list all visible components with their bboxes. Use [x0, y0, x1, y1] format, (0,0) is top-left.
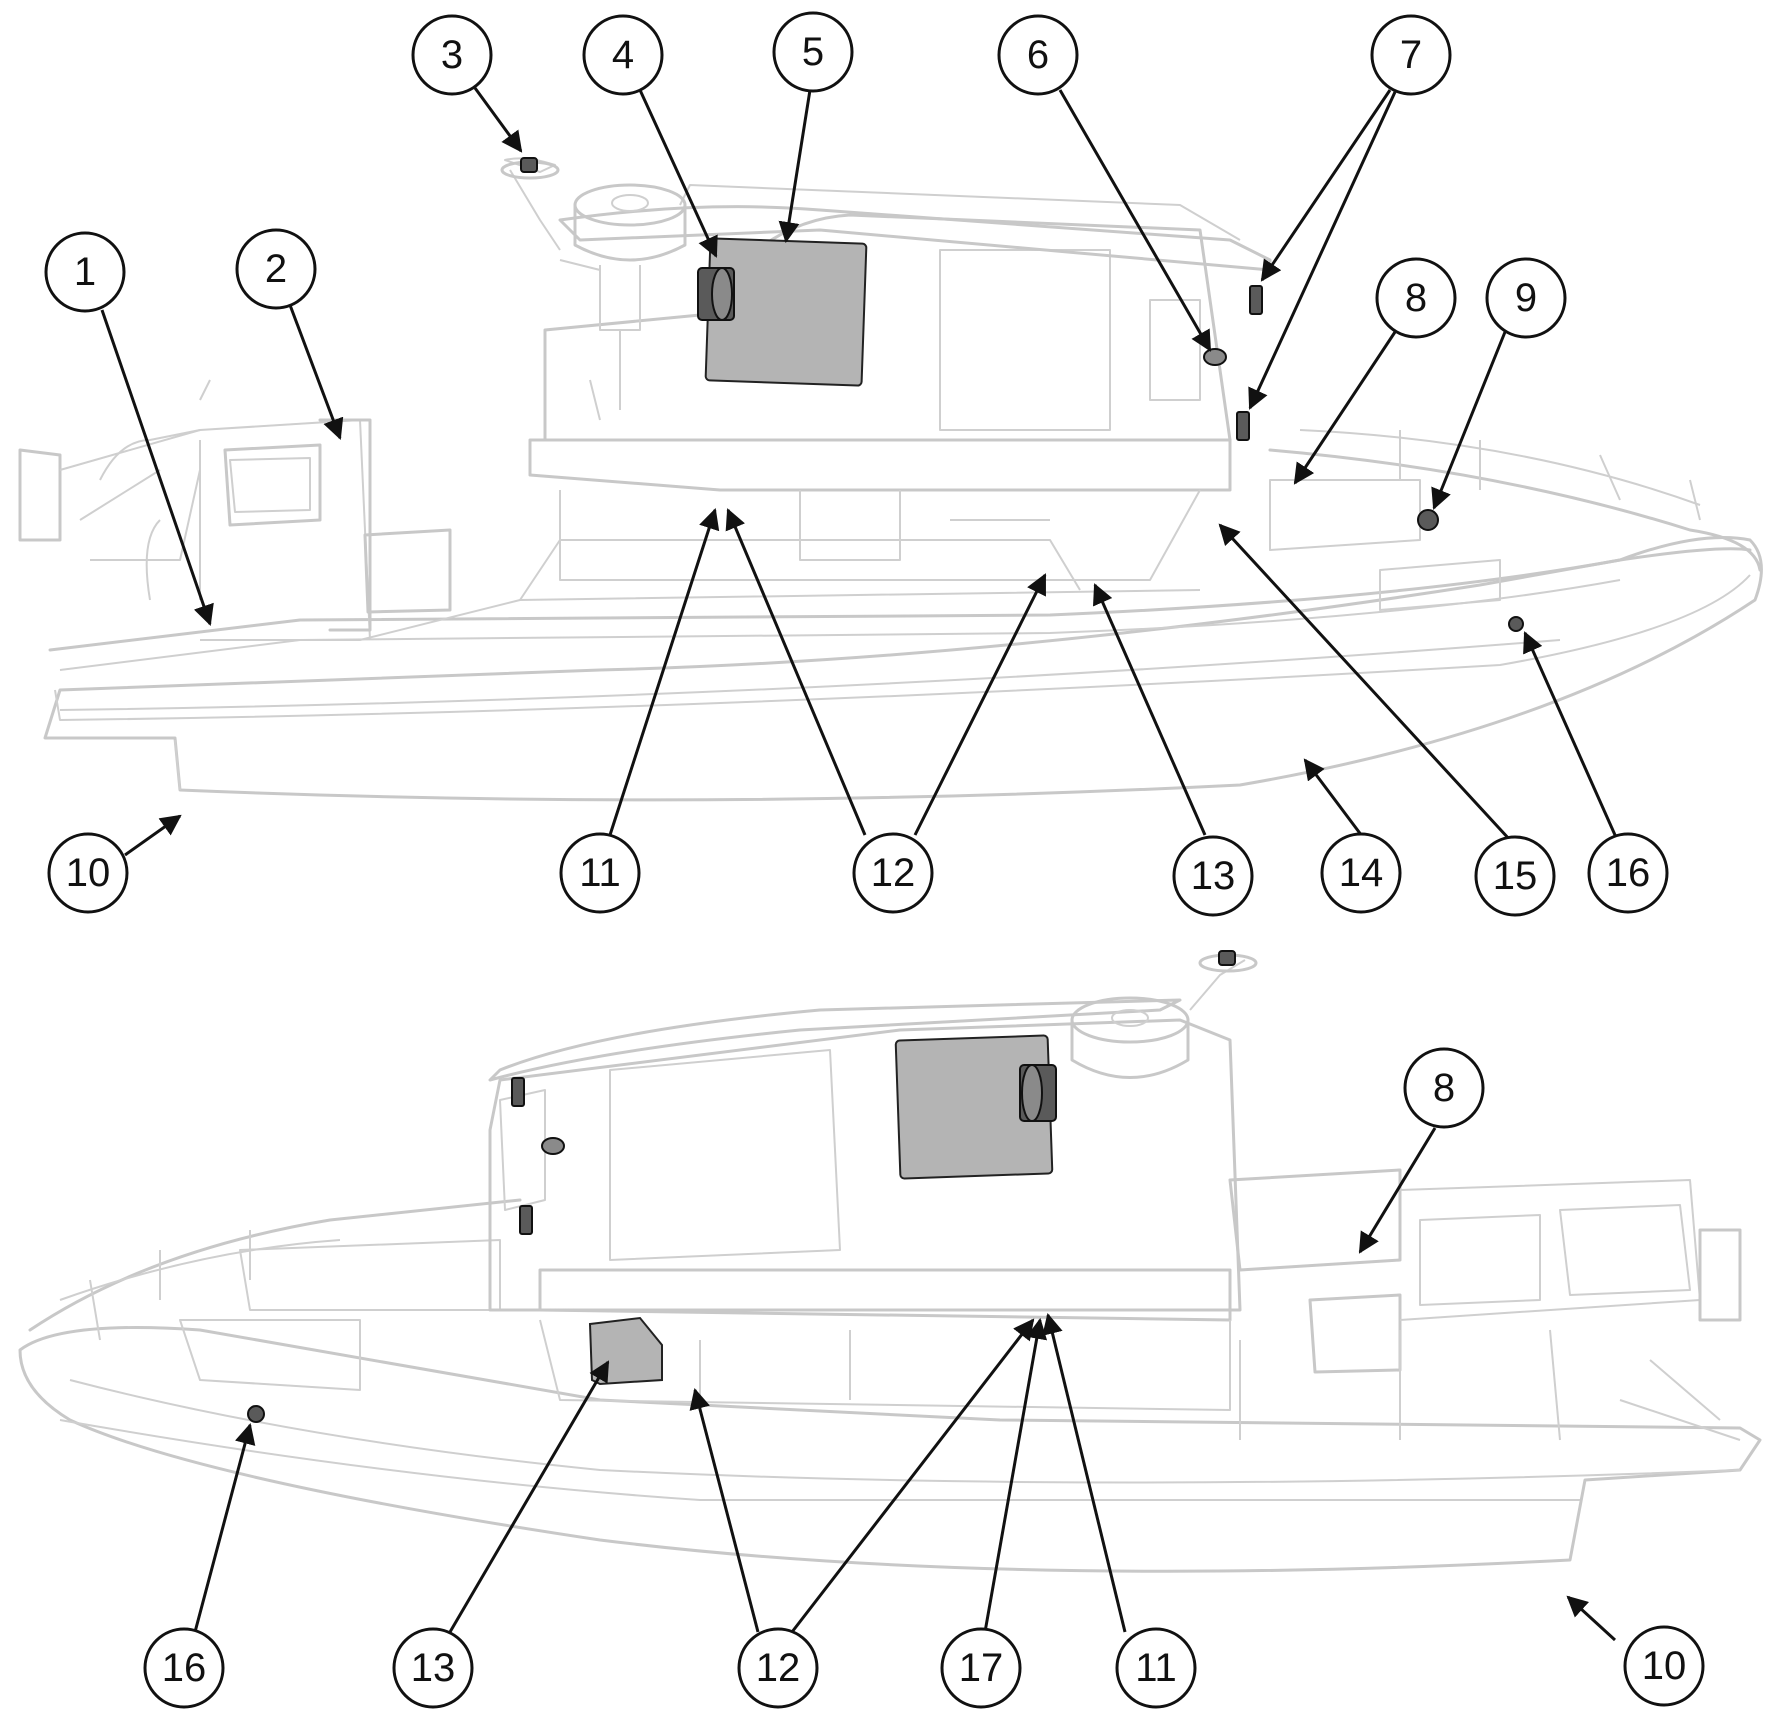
top-boat-drawing — [18, 157, 1763, 802]
callout-6: 6 — [997, 14, 1079, 96]
svg-text:17: 17 — [959, 1646, 1004, 1690]
svg-text:13: 13 — [1191, 854, 1236, 898]
svg-text:2: 2 — [265, 247, 287, 291]
svg-text:13: 13 — [411, 1646, 456, 1690]
callout-11: 11 — [559, 832, 641, 914]
callout-1: 1 — [44, 231, 126, 313]
leader-lines — [100, 87, 1617, 1642]
part-9-top — [1417, 509, 1439, 531]
bottom-boat-drawing — [18, 959, 1762, 1573]
callout-13-bottom: 13 — [392, 1627, 474, 1709]
callouts-top-view: 1 2 3 4 5 6 7 8 9 10 11 12 13 14 15 16 — [44, 11, 1669, 917]
svg-text:6: 6 — [1027, 33, 1049, 77]
part-6-bottom — [541, 1137, 565, 1155]
part-7b-top — [1236, 411, 1250, 441]
part-3-top — [500, 157, 560, 180]
callout-8: 8 — [1375, 257, 1457, 339]
callout-3: 3 — [411, 14, 493, 96]
part-3-bottom — [1198, 950, 1258, 973]
callout-5: 5 — [772, 11, 854, 93]
part-7a-top — [1249, 285, 1263, 315]
part-6-top — [1203, 348, 1227, 366]
callout-12-bottom: 12 — [737, 1627, 819, 1709]
svg-text:12: 12 — [756, 1646, 801, 1690]
svg-text:11: 11 — [1135, 1646, 1177, 1690]
svg-text:16: 16 — [162, 1646, 207, 1690]
svg-text:8: 8 — [1433, 1066, 1455, 1110]
callout-15: 15 — [1474, 835, 1556, 917]
svg-text:9: 9 — [1515, 276, 1537, 320]
callout-13: 13 — [1172, 835, 1254, 917]
svg-text:10: 10 — [66, 851, 111, 895]
svg-text:10: 10 — [1642, 1644, 1687, 1688]
callouts-bottom-view: 8 16 13 12 17 11 10 — [143, 1047, 1705, 1709]
bottom-hull — [18, 1326, 1762, 1573]
svg-text:8: 8 — [1405, 276, 1427, 320]
callout-7: 7 — [1370, 14, 1452, 96]
part-4-top — [697, 267, 735, 321]
svg-text:7: 7 — [1400, 33, 1422, 77]
svg-text:5: 5 — [802, 30, 824, 74]
svg-text:12: 12 — [871, 851, 916, 895]
svg-text:1: 1 — [74, 250, 96, 294]
svg-text:15: 15 — [1493, 854, 1538, 898]
callout-10-bottom: 10 — [1623, 1625, 1705, 1707]
part-7b-bottom — [519, 1205, 533, 1235]
callout-12: 12 — [852, 832, 934, 914]
callout-11-bottom: 11 — [1115, 1627, 1197, 1709]
svg-text:4: 4 — [612, 33, 634, 77]
svg-text:14: 14 — [1339, 851, 1384, 895]
svg-text:3: 3 — [441, 33, 463, 77]
callout-4: 4 — [582, 14, 664, 96]
callout-10: 10 — [47, 832, 129, 914]
svg-text:16: 16 — [1606, 851, 1651, 895]
callout-17-bottom: 17 — [940, 1627, 1022, 1709]
callout-9: 9 — [1485, 257, 1567, 339]
part-4-bottom — [1019, 1064, 1057, 1122]
part-16-top — [1508, 616, 1524, 632]
callout-8-bottom: 8 — [1403, 1047, 1485, 1129]
part-16-bottom — [247, 1405, 265, 1423]
callout-2: 2 — [235, 228, 317, 310]
top-hull — [43, 536, 1763, 802]
callout-16-bottom: 16 — [143, 1627, 225, 1709]
part-7a-bottom — [511, 1077, 525, 1107]
svg-text:11: 11 — [579, 851, 621, 895]
callout-14: 14 — [1320, 832, 1402, 914]
callout-16: 16 — [1587, 832, 1669, 914]
